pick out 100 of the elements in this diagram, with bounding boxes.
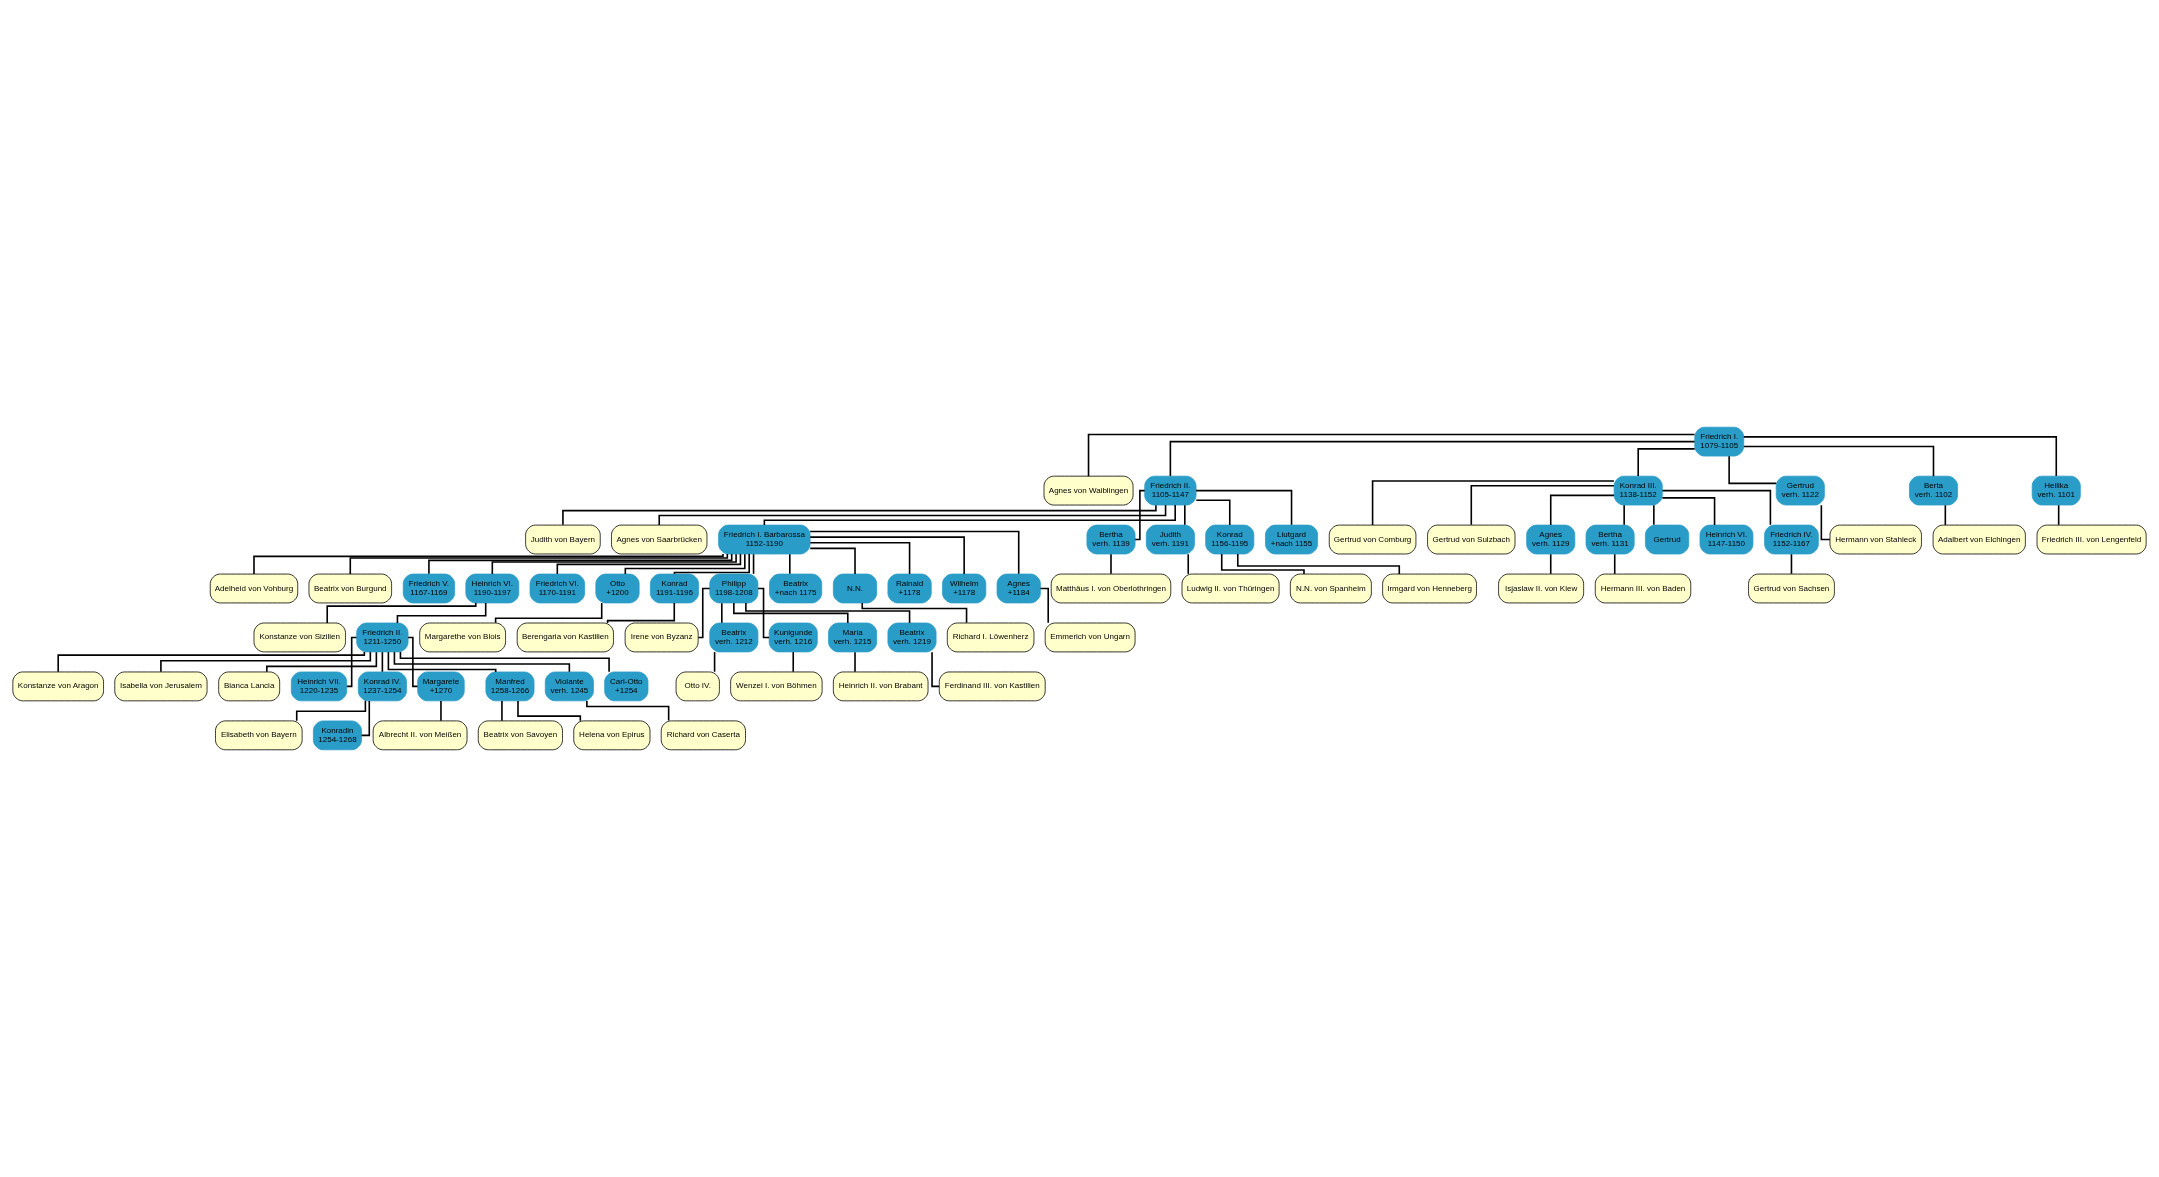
- connector: [1637, 448, 1696, 477]
- connector: [809, 536, 965, 575]
- node-box: Heinrich VII. 1220-1235: [290, 671, 348, 702]
- connector: [494, 602, 603, 624]
- node-box: Beatrix von Burgund: [308, 573, 392, 604]
- node-box: Helena von Epirus: [573, 720, 651, 751]
- node-box: Konstanze von Aragon: [12, 671, 104, 702]
- node-box: Beatrix verh. 1219: [887, 622, 937, 653]
- connector: [721, 602, 723, 624]
- connector: [346, 636, 358, 688]
- connector: [697, 587, 711, 639]
- node-box: Emmerich von Ungarn: [1044, 622, 1136, 653]
- node-box: Philipp 1198-1208: [709, 573, 759, 604]
- node-box: Agnes +1184: [996, 573, 1041, 604]
- node-box: Friedrich I. Barbarossa 1152-1190: [718, 524, 811, 555]
- node-box: Berta verh. 1102: [1909, 475, 1958, 506]
- node-box: Maria verh. 1215: [828, 622, 878, 653]
- node-box: N.N.: [832, 573, 878, 604]
- node-box: Rainald +1178: [887, 573, 932, 604]
- node-box: Konrad 1156-1195: [1205, 524, 1255, 555]
- node-box: Ludwig II. von Thüringen: [1181, 573, 1280, 604]
- node-box: Judith von Bayern: [525, 524, 601, 555]
- connector: [792, 651, 795, 673]
- node-box: Albrecht II. von Meißen: [372, 720, 468, 751]
- node-box: Bianca Lancia: [218, 671, 281, 702]
- node-box: Adelheid von Vohburg: [209, 573, 299, 604]
- node-box: Irene von Byzanz: [624, 622, 699, 653]
- connector: [1039, 587, 1049, 624]
- connector: [1169, 440, 1696, 477]
- connector: [624, 553, 746, 575]
- node-box: Konrad III. 1138-1152: [1613, 475, 1663, 506]
- node-box: N.N. von Spanheim: [1289, 573, 1372, 604]
- node-box: Judith verh. 1191: [1145, 524, 1195, 555]
- connector: [752, 553, 755, 575]
- connector: [360, 700, 371, 737]
- connector: [1623, 504, 1625, 526]
- connector: [1742, 436, 2058, 477]
- connector: [1195, 489, 1293, 526]
- connector: [1195, 499, 1231, 526]
- node-box: Heinrich VI. 1190-1197: [465, 573, 520, 604]
- connector: [1187, 553, 1190, 575]
- connector: [1790, 553, 1793, 575]
- connector: [562, 504, 1157, 526]
- node-box: Gertrud von Sulzbach: [1427, 524, 1516, 555]
- node-box: Konstanze von Sizilien: [253, 622, 346, 653]
- connector: [931, 651, 940, 688]
- node-box: Heinrich II. von Brabant: [832, 671, 929, 702]
- node-box: Isabella von Jerusalem: [114, 671, 208, 702]
- node-box: Bertha verh. 1139: [1086, 524, 1136, 555]
- node-box: Gertrud: [1645, 524, 1690, 555]
- node-box: Bertha verh. 1131: [1585, 524, 1635, 555]
- connector: [387, 651, 497, 673]
- node-box: Wilhelm +1178: [942, 573, 987, 604]
- node-box: Matthäus I. von Oberlothringen: [1050, 573, 1172, 604]
- connector: [861, 602, 968, 624]
- connector: [253, 553, 724, 575]
- connector: [854, 651, 856, 673]
- node-box: Richard I. Löwenherz: [946, 622, 1035, 653]
- node-box: Elisabeth von Bayern: [215, 720, 303, 751]
- node-box: Heinrich VI. 1147-1150: [1699, 524, 1754, 555]
- connector: [745, 602, 911, 624]
- node-box: Friedrich I. 1079-1105: [1694, 426, 1745, 457]
- node-box: Agnes verh. 1129: [1526, 524, 1576, 555]
- connector: [1613, 553, 1616, 575]
- connector: [1371, 480, 1615, 526]
- node-box: Gertrud verh. 1122: [1775, 475, 1825, 506]
- node-box: Otto +1200: [595, 573, 640, 604]
- node-box: Konrad IV. 1237-1254: [357, 671, 407, 702]
- node-box: Kunigunde verh. 1216: [768, 622, 818, 653]
- connector: [1220, 553, 1305, 575]
- connector: [586, 700, 670, 722]
- connector: [713, 651, 716, 673]
- connector: [1661, 489, 1772, 526]
- node-box: Gertrud von Comburg: [1328, 524, 1417, 555]
- connector: [295, 700, 367, 722]
- connector: [57, 651, 366, 673]
- connector: [396, 602, 487, 624]
- connector: [1661, 497, 1716, 526]
- connector: [1087, 433, 1696, 477]
- node-box: Beatrix von Savoyen: [477, 720, 563, 751]
- connector: [1549, 494, 1615, 526]
- node-box: Wenzel I. von Böhmen: [730, 671, 823, 702]
- connector: [428, 553, 733, 575]
- connector: [673, 553, 750, 575]
- node-box: Friedrich III. von Lengenfeld: [2036, 524, 2147, 555]
- node-box: Heilika verh. 1101: [2031, 475, 2081, 506]
- connector: [1944, 504, 1947, 526]
- node-box: Otto IV.: [675, 671, 720, 702]
- node-box: Friedrich VI. 1170-1191: [529, 573, 585, 604]
- connector: [1470, 485, 1615, 526]
- connector: [1134, 489, 1146, 541]
- connector: [789, 553, 791, 575]
- node-box: Carl-Otto +1254: [604, 671, 649, 702]
- connector: [763, 504, 1176, 526]
- connector: [440, 700, 442, 722]
- connector: [2057, 504, 2060, 526]
- connector: [407, 636, 419, 688]
- connector: [757, 587, 770, 639]
- node-box: Beatrix verh. 1212: [709, 622, 759, 653]
- connector: [606, 602, 676, 624]
